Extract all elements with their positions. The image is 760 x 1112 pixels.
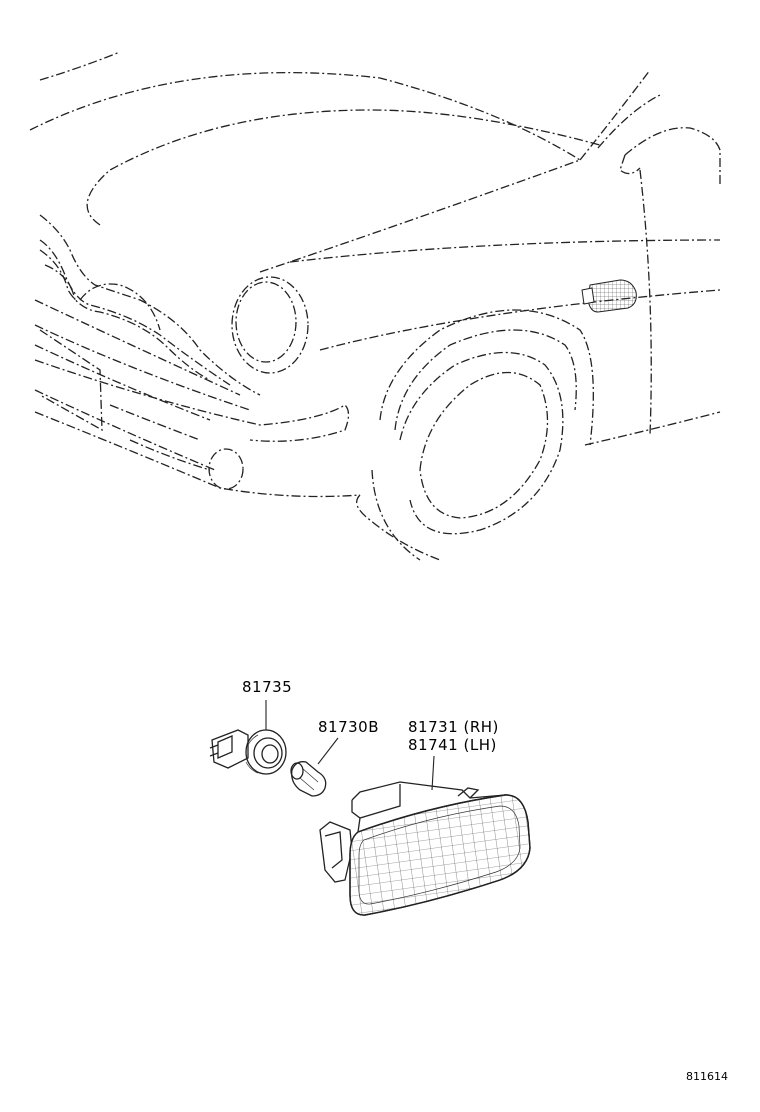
- car-front-illustration: [29, 51, 721, 561]
- side-turn-lamp-81731-81741: [319, 781, 531, 916]
- bulb-part-number: 81730B: [318, 718, 380, 736]
- lamp-lh-part-number: 81741 (LH): [408, 736, 497, 754]
- fender-side-marker: [581, 279, 637, 313]
- socket-part-number: 81735: [242, 678, 293, 696]
- figure-code: 811614: [686, 1070, 728, 1083]
- lamp-rh-part-number: 81731 (RH): [408, 718, 499, 736]
- bulb-part-81730b: [290, 761, 327, 797]
- socket-part-81735: [209, 729, 287, 775]
- leader-lines: [265, 700, 435, 791]
